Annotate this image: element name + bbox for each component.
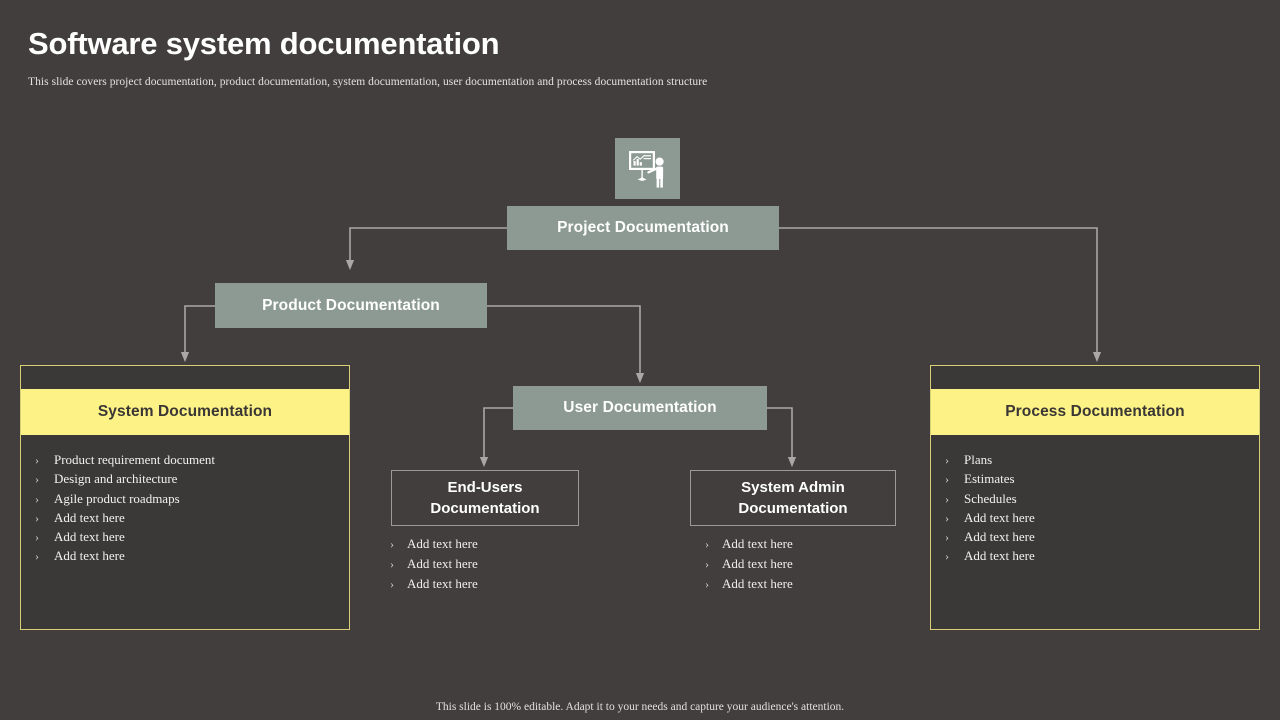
list-item-label: Schedules	[964, 490, 1017, 506]
system-admin-bullet-list: › Add text here › Add text here › Add te…	[705, 536, 793, 596]
chevron-right-icon: ›	[945, 510, 949, 525]
node-user-documentation[interactable]: User Documentation	[513, 386, 767, 430]
list-item: › Plans	[945, 452, 1249, 471]
list-item-label: Add text here	[722, 536, 793, 551]
list-item: › Schedules	[945, 491, 1249, 510]
list-item: › Product requirement document	[35, 452, 339, 471]
list-item-label: Estimates	[964, 471, 1015, 487]
list-item: › Add text here	[390, 536, 478, 556]
panel-title-process: Process Documentation	[931, 389, 1259, 435]
presentation-board-icon	[615, 138, 680, 199]
list-item: › Add text here	[35, 529, 339, 548]
chevron-right-icon: ›	[945, 549, 949, 564]
presentation-board-icon-glyph	[628, 150, 664, 188]
system-documentation-list: › Product requirement document › Design …	[35, 452, 339, 568]
chevron-right-icon: ›	[705, 577, 709, 591]
list-item-label: Add text here	[722, 556, 793, 571]
chevron-right-icon: ›	[945, 530, 949, 545]
list-item: › Agile product roadmaps	[35, 491, 339, 510]
chevron-right-icon: ›	[35, 491, 39, 506]
list-item-label: Add text here	[964, 529, 1035, 545]
list-item: › Add text here	[705, 536, 793, 556]
list-item-label: Add text here	[407, 556, 478, 571]
list-item: › Add text here	[35, 510, 339, 529]
chevron-right-icon: ›	[35, 510, 39, 525]
list-item: › Estimates	[945, 471, 1249, 490]
node-project-documentation[interactable]: Project Documentation	[507, 206, 779, 250]
page-subtitle: This slide covers project documentation,…	[28, 76, 708, 88]
list-item: › Add text here	[390, 576, 478, 596]
chevron-right-icon: ›	[35, 472, 39, 487]
list-item: › Add text here	[390, 556, 478, 576]
list-item: › Add text here	[945, 529, 1249, 548]
list-item-label: Add text here	[54, 548, 125, 564]
chevron-right-icon: ›	[390, 557, 394, 571]
chevron-right-icon: ›	[35, 530, 39, 545]
list-item-label: Add text here	[54, 529, 125, 545]
list-item: › Add text here	[705, 556, 793, 576]
list-item-label: Design and architecture	[54, 471, 178, 487]
list-item: › Add text here	[945, 510, 1249, 529]
node-system-admin-documentation[interactable]: System Admin Documentation	[690, 470, 896, 526]
chevron-right-icon: ›	[945, 472, 949, 487]
list-item-label: Add text here	[407, 536, 478, 551]
list-item-label: Add text here	[964, 548, 1035, 564]
chevron-right-icon: ›	[705, 557, 709, 571]
footer-note: This slide is 100% editable. Adapt it to…	[435, 701, 845, 713]
list-item-label: Add text here	[964, 509, 1035, 525]
list-item: › Add text here	[705, 576, 793, 596]
chevron-right-icon: ›	[705, 537, 709, 551]
list-item-label: Product requirement document	[54, 452, 216, 467]
list-item-label: Add text here	[407, 576, 478, 591]
chevron-right-icon: ›	[390, 537, 394, 551]
chevron-right-icon: ›	[35, 453, 39, 467]
node-end-users-documentation[interactable]: End-Users Documentation	[391, 470, 579, 526]
list-item-label: Plans	[964, 452, 993, 467]
panel-title-system: System Documentation	[21, 389, 349, 435]
list-item-label: Add text here	[722, 576, 793, 591]
chevron-right-icon: ›	[35, 549, 39, 564]
chevron-right-icon: ›	[945, 491, 949, 506]
node-product-documentation[interactable]: Product Documentation	[215, 283, 487, 328]
panel-process-documentation[interactable]: Process Documentation › Plans › Estimate…	[930, 365, 1260, 630]
list-item-label: Add text here	[54, 509, 125, 525]
page-title: Software system documentation	[28, 26, 500, 61]
chevron-right-icon: ›	[390, 577, 394, 591]
chevron-right-icon: ›	[945, 453, 949, 467]
list-item: › Add text here	[35, 548, 339, 567]
list-item: › Design and architecture	[35, 471, 339, 490]
list-item: › Add text here	[945, 548, 1249, 567]
panel-system-documentation[interactable]: System Documentation › Product requireme…	[20, 365, 350, 630]
process-documentation-list: › Plans › Estimates › Schedules › Add te…	[945, 452, 1249, 568]
list-item-label: Agile product roadmaps	[54, 490, 180, 506]
end-users-bullet-list: › Add text here › Add text here › Add te…	[390, 536, 478, 596]
